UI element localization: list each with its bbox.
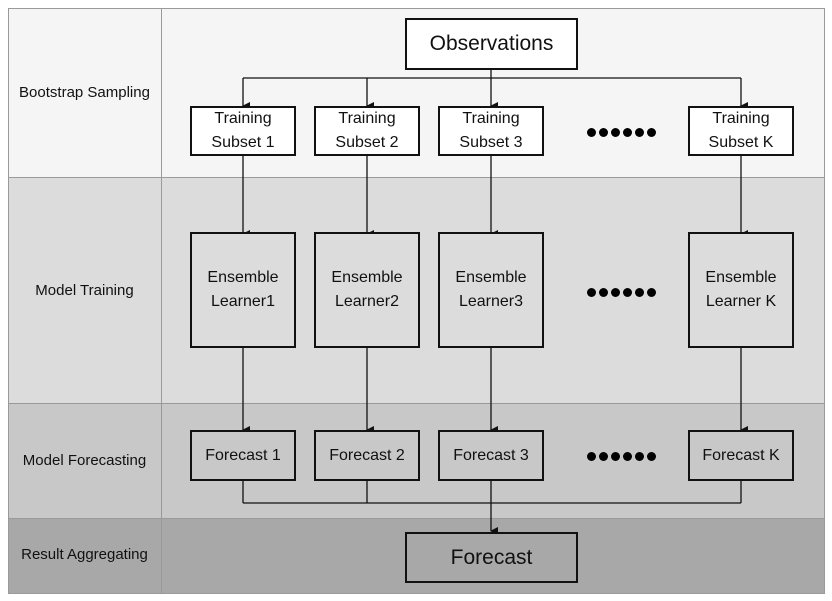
training-subset-3: Training Subset 3 — [438, 106, 544, 156]
training-subset-1: Training Subset 1 — [190, 106, 296, 156]
final-forecast-box: Forecast — [405, 532, 578, 583]
ellipsis-dots — [587, 285, 659, 299]
forecast-k: Forecast K — [688, 430, 794, 481]
ensemble-learner-1: Ensemble Learner1 — [190, 232, 296, 348]
observations-box: Observations — [405, 18, 578, 70]
ellipsis-dots — [587, 449, 659, 463]
forecast-3: Forecast 3 — [438, 430, 544, 481]
ensemble-learner-2: Ensemble Learner2 — [314, 232, 420, 348]
stage-label-forecasting: Model Forecasting — [22, 452, 147, 469]
ensemble-learner-k: Ensemble Learner K — [688, 232, 794, 348]
training-subset-k: Training Subset K — [688, 106, 794, 156]
training-subset-2: Training Subset 2 — [314, 106, 420, 156]
forecast-1: Forecast 1 — [190, 430, 296, 481]
stage-label-training: Model Training — [35, 282, 134, 299]
forecast-2: Forecast 2 — [314, 430, 420, 481]
stage-label-bootstrap: Bootstrap Sampling — [19, 84, 150, 101]
stage-label-aggregating: Result Aggregating — [21, 546, 148, 563]
ensemble-learner-3: Ensemble Learner3 — [438, 232, 544, 348]
ellipsis-dots — [587, 125, 659, 139]
stage-divider — [161, 8, 162, 594]
